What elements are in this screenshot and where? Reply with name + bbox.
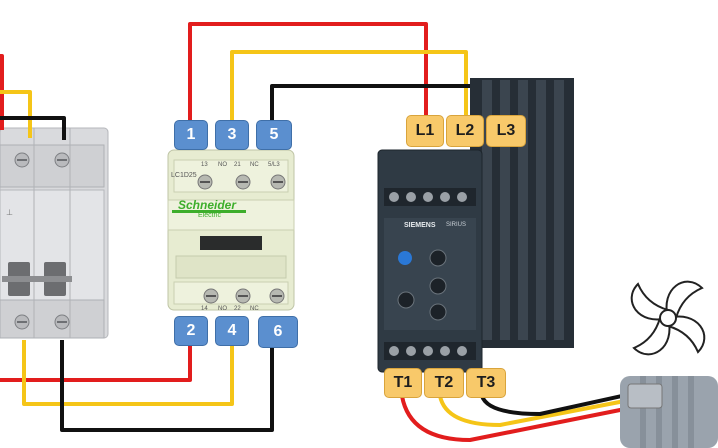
contactor-terminal-1[interactable]: 1 [174, 120, 208, 150]
wires-output [400, 390, 642, 442]
contactor-top-small-5: 5/L3 [268, 162, 280, 168]
contactor-terminal-4[interactable]: 4 [215, 316, 249, 346]
contactor-top-small-2: NO [218, 162, 227, 168]
circuit-breaker: ⊥ [0, 127, 109, 339]
contactor-terminal-3[interactable]: 3 [215, 120, 249, 150]
contactor-bottom-small-1: 14 [201, 306, 208, 312]
contactor-bottom-small-4: NC [250, 306, 259, 312]
fan-icon [630, 280, 706, 356]
soft-starter-brand: SIEMENS [404, 222, 436, 229]
contactor-terminal-2[interactable]: 2 [174, 316, 208, 346]
contactor-brand: Schneider [178, 198, 237, 212]
contactor-top-small-1: 13 [201, 162, 208, 168]
soft-starter-terminal-l3[interactable]: L3 [486, 115, 526, 147]
soft-starter-series: SIRIUS [446, 222, 467, 228]
contactor-bottom-small-2: NO [218, 306, 227, 312]
contactor-top-small-3: 21 [234, 162, 241, 168]
contactor-body [167, 149, 295, 311]
contactor-model: LC1D25 [171, 172, 197, 179]
motor-icon [620, 376, 718, 448]
contactor-brand-sub: Electric [198, 212, 221, 219]
soft-starter-terminal-t2[interactable]: T2 [424, 368, 464, 398]
contactor-terminal-5[interactable]: 5 [256, 120, 292, 150]
soft-starter-terminal-l2[interactable]: L2 [446, 115, 484, 147]
contactor-terminal-6[interactable]: 6 [258, 316, 298, 348]
soft-starter-body [377, 78, 574, 373]
soft-starter-terminal-l1[interactable]: L1 [406, 115, 444, 147]
soft-starter-terminal-t1[interactable]: T1 [384, 368, 422, 398]
svg-text:⊥: ⊥ [6, 208, 13, 217]
contactor-top-small-4: NC [250, 162, 259, 168]
contactor-bottom-small-3: 22 [234, 306, 241, 312]
soft-starter-terminal-t3[interactable]: T3 [466, 368, 506, 398]
